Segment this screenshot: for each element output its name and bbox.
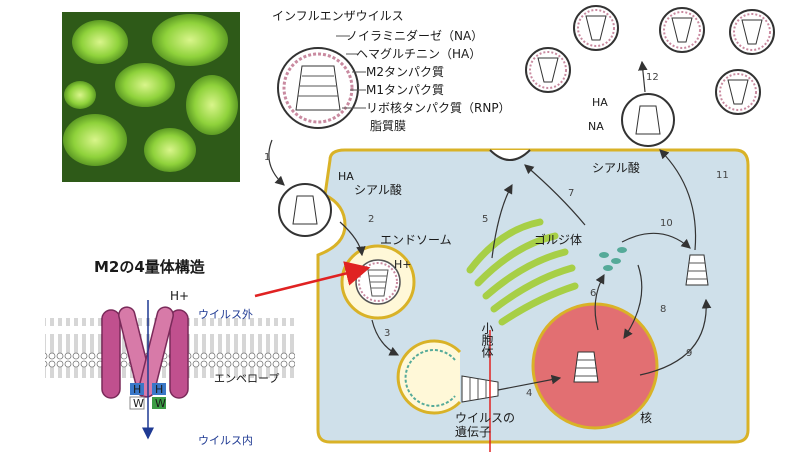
step-number-9: 9 [686,348,692,359]
micrograph-photo [62,12,240,182]
virion-2 [659,7,705,53]
label-ha: ヘマグルチニン（HA） [356,47,481,61]
label-outside: ウイルス外 [198,308,253,321]
label-w1: W [133,397,144,410]
protein-cluster [599,247,627,271]
virion-4 [525,47,571,93]
label-sialic-top: シアル酸 [592,160,640,175]
step-number-10: 10 [660,218,673,229]
label-envelope: エンベロープ [214,372,279,385]
label-ha-left: HA [338,170,354,183]
label-w2: W [155,397,166,410]
label-lipid: 脂質膜 [370,118,406,133]
label-m2: M2タンパク質 [366,64,444,79]
m2-labels: M2の4量体構造 ウイルス外 ウイルス内 エンベロープ H+ H H W W [94,258,279,447]
budding-virus [489,93,675,161]
step-number-4: 4 [526,388,532,399]
label-rnp: リボ核タンパク質（RNP） [366,100,511,115]
label-h-plus-cell: H+ [394,258,412,271]
rnp-genome-cone [461,375,499,403]
m2-title: M2の4量体構造 [94,258,205,276]
label-h2: H [155,383,163,396]
rnp-export-1 [685,254,709,286]
virion-3 [729,9,775,55]
label-virus: インフルエンザウイルス [272,9,404,23]
label-h-plus-m2: H+ [170,289,189,303]
step-number-7: 7 [568,188,574,199]
process-arrows [268,60,712,391]
step-number-5: 5 [482,214,488,225]
legend-virus [277,47,359,129]
annotation-pointer [254,261,491,452]
golgi-apparatus [466,218,579,326]
rnp-in-nucleus [573,351,599,383]
step-number-2: 2 [368,214,374,225]
label-endosome: エンドソーム [380,233,452,247]
endosome-fusion [396,339,462,415]
label-h1: H [133,383,141,396]
label-inside: ウイルス内 [198,433,253,447]
label-sialic-left: シアル酸 [354,182,402,197]
legend-labels: インフルエンザウイルス ノイラミニダーゼ（NA） ヘマグルチニン（HA） M2タ… [272,9,511,133]
step-number-12: 12 [646,72,659,83]
endosome-early [340,244,416,320]
attaching-virus [278,183,332,237]
step-number-11: 11 [716,170,729,181]
label-nucleus: 核 [640,411,652,425]
label-na: ノイラミニダーゼ（NA） [346,28,483,43]
released-virions [525,5,775,115]
m2-membrane-panel [45,300,295,440]
label-genome: ウイルスの遺伝子 [455,411,515,439]
label-vesicle: 小胞体 [480,322,494,359]
step-number-1: 1 [264,152,270,163]
virion-5 [715,69,761,115]
step-number-3: 3 [384,328,390,339]
step-number-6: 6 [590,288,596,299]
virion-1 [573,5,619,51]
label-ha-top: HA [592,96,608,109]
label-m1: M1タンパク質 [366,82,444,97]
step-number-8: 8 [660,304,666,315]
label-golgi: ゴルジ体 [534,232,582,247]
label-na-top: NA [588,120,604,133]
cell-labels: HA NA シアル酸 HA シアル酸 エンドソーム ゴルジ体 小胞体 ウイルスの… [338,96,652,439]
